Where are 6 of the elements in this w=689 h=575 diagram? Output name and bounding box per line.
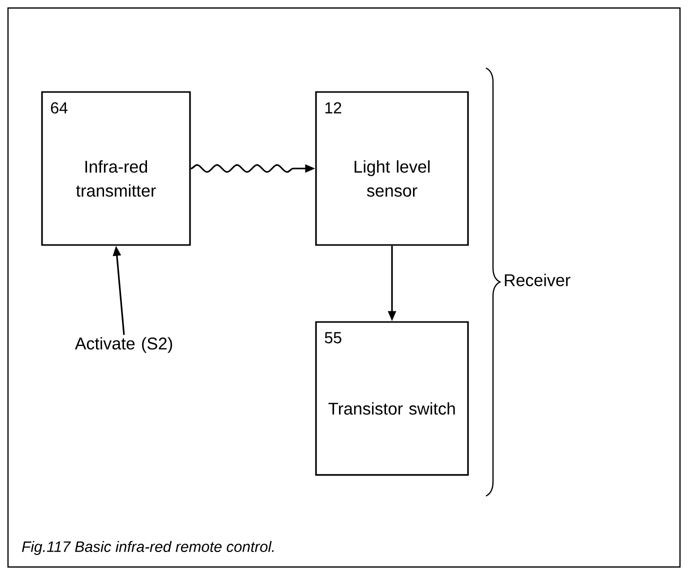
- block-box: 55 Transistor switch: [315, 321, 469, 476]
- group-label: Receiver: [504, 274, 570, 286]
- block-box: 12 Light level sensor: [315, 91, 469, 246]
- figure-caption: Fig.117 Basic infra-red remote control.: [22, 541, 274, 555]
- block-box: 64 Infra-red transmitter: [41, 91, 191, 246]
- input-label: Activate (S2): [74, 337, 172, 353]
